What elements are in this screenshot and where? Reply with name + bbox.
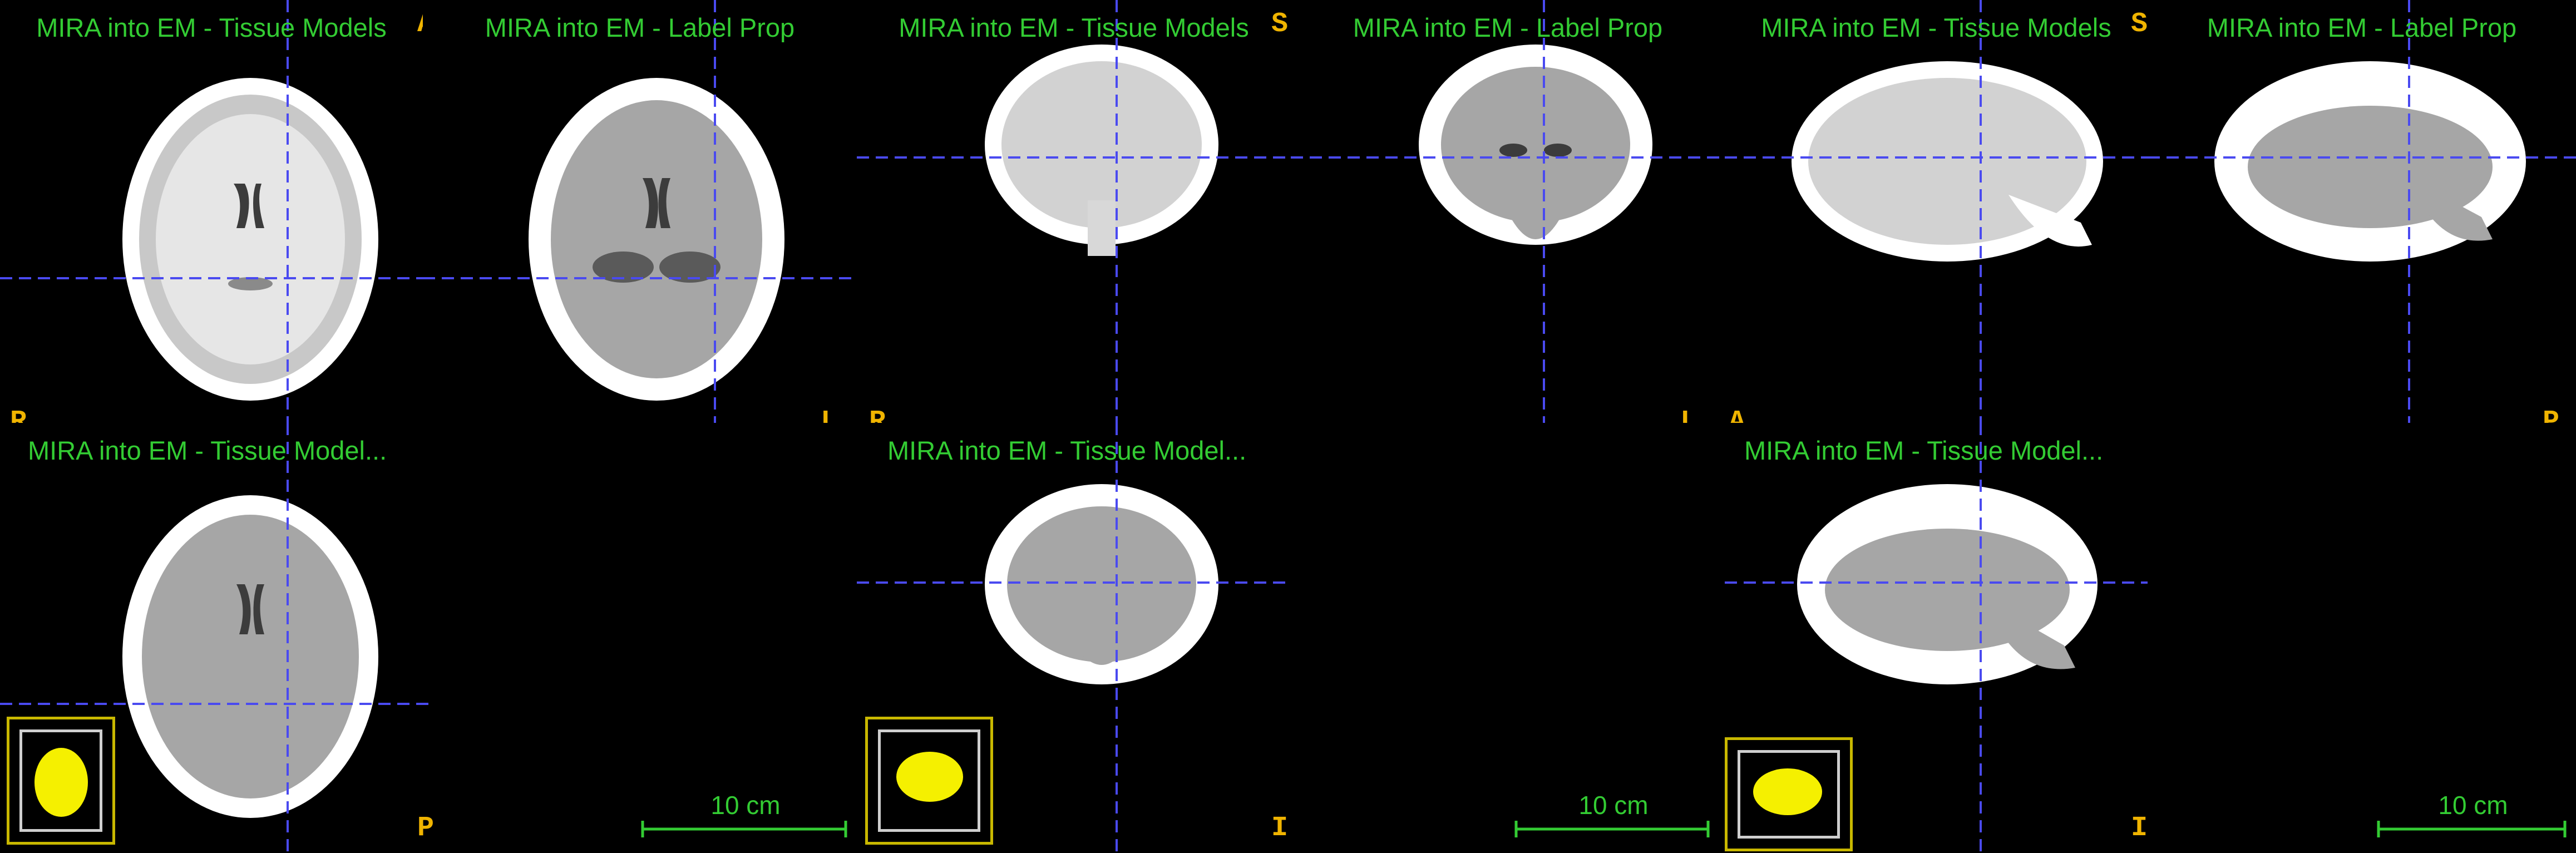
orientation-top: S [2131,8,2148,40]
orientation-left: R [869,406,886,423]
orientation-left: R [10,406,27,423]
view-title: MIRA into EM - Label Prop [1353,13,1663,42]
orientation-top: A [417,8,423,40]
brain-thumbnail-icon[interactable] [7,717,115,845]
orientation-right: L [821,406,838,423]
brain-thumbnail-image [896,752,963,802]
view-title: MIRA into EM - Label Prop [485,13,795,42]
thumbnail-frame [1738,750,1840,839]
orientation-right: P [2543,406,2560,423]
sagittal-slice-image [2214,61,2526,262]
axial-slice-image [122,495,378,818]
brain-thumbnail-icon[interactable] [865,717,993,845]
axial-view-label-prop[interactable]: MIRA into EM - Label Prop L [423,0,857,423]
coronal-slice-image [1419,45,1652,245]
orientation-left: A [1729,406,1746,423]
axial-view-tissue-models-overlay[interactable]: MIRA into EM - Tissue Model... P 10 cm [0,423,857,853]
orientation-top: S [1271,8,1289,40]
scale-bar-label: 10 cm [710,791,781,820]
scale-bar-line [641,821,847,837]
axial-slice-image [122,78,378,401]
crosshair[interactable] [1725,0,2148,423]
view-title: MIRA into EM - Label Prop [2207,13,2517,42]
crosshair[interactable] [1291,0,1725,423]
scale-bar: 10 cm [2376,790,2570,840]
coronal-slice-image [985,484,1218,684]
crosshair[interactable] [2148,0,2576,423]
view-title: MIRA into EM - Tissue Model... [887,436,1247,465]
thumbnail-frame [19,729,102,832]
scale-bar-label: 10 cm [2438,791,2508,820]
crosshair[interactable] [0,423,857,853]
sagittal-view-tissue-models-overlay[interactable]: MIRA into EM - Tissue Model... I 10 cm [1725,423,2576,853]
orientation-bottom: P [417,812,435,844]
scale-bar-label: 10 cm [1578,791,1649,820]
view-title: MIRA into EM - Tissue Models [899,13,1249,42]
scale-bar: 10 cm [640,790,851,840]
coronal-slice-image [985,45,1218,256]
axial-slice-image [529,78,784,401]
axial-view-tissue-models[interactable]: MIRA into EM - Tissue Models A R [0,0,423,423]
orientation-bottom: I [1271,812,1289,844]
sagittal-view-tissue-models[interactable]: MIRA into EM - Tissue Models S A [1725,0,2148,423]
crosshair[interactable] [857,423,1725,853]
view-title: MIRA into EM - Tissue Models [36,13,387,42]
orientation-right: L [1680,406,1697,423]
sagittal-slice-image [1797,484,2098,684]
crosshair[interactable] [0,0,423,423]
crosshair[interactable] [857,0,1291,423]
sagittal-slice-image [1792,61,2103,262]
sagittal-view-label-prop[interactable]: MIRA into EM - Label Prop P [2148,0,2576,423]
brain-thumbnail-image [1753,768,1822,815]
crosshair[interactable] [423,0,857,423]
coronal-view-tissue-models[interactable]: MIRA into EM - Tissue Models S R [857,0,1291,423]
crosshair[interactable] [1725,423,2576,853]
coronal-view-tissue-models-overlay[interactable]: MIRA into EM - Tissue Model... I 10 cm [857,423,1725,853]
scale-bar-line [1514,821,1710,837]
thumbnail-frame [878,729,980,832]
brain-thumbnail-image [34,748,88,817]
view-title: MIRA into EM - Tissue Model... [28,436,387,465]
view-title: MIRA into EM - Tissue Model... [1744,436,2104,465]
orientation-bottom: I [2131,812,2148,844]
scale-bar-line [2377,821,2567,837]
brain-thumbnail-icon[interactable] [1725,737,1853,851]
coronal-view-label-prop[interactable]: MIRA into EM - Label Prop L [1291,0,1725,423]
view-title: MIRA into EM - Tissue Models [1761,13,2111,42]
scale-bar: 10 cm [1513,790,1714,840]
